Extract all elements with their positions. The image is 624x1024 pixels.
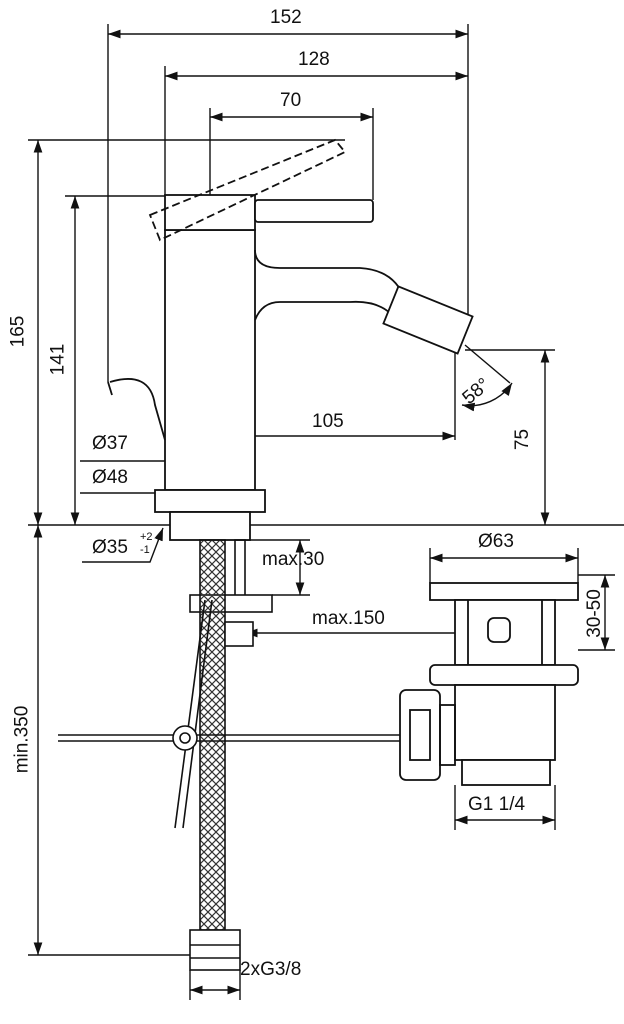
- dim-drain-diameter: Ø63: [478, 531, 514, 552]
- dimension-lines: [33, 29, 610, 995]
- dim-total-height: 165: [7, 315, 29, 348]
- dim-overall-width: 152: [270, 7, 302, 28]
- installation-parts: [58, 539, 410, 971]
- dim-drain-adjust: 30-50: [583, 589, 605, 638]
- faucet-body: [107, 138, 474, 541]
- dim-base-diameter: Ø48: [92, 467, 128, 488]
- drain-waste: [399, 582, 579, 786]
- dim-hose-thread: 2xG3/8: [240, 959, 302, 980]
- dim-min-hose-length: min.350: [11, 705, 33, 774]
- dim-outlet-height: 75: [512, 428, 534, 451]
- dim-lever-length: 70: [280, 90, 302, 111]
- dim-max-deck-thickness: max.30: [262, 549, 325, 570]
- dim-drain-thread: G1 1/4: [468, 794, 526, 815]
- dim-hole-diameter: Ø35: [92, 537, 128, 558]
- dim-body-height: 141: [47, 343, 69, 376]
- extension-lines: [28, 24, 624, 1000]
- dim-outlet-distance: 105: [312, 411, 344, 432]
- dim-max-rod-length: max.150: [312, 608, 385, 629]
- dim-spout-reach: 128: [298, 49, 330, 70]
- dim-hole-tolerance-plus: +2: [140, 531, 153, 543]
- dim-hole-tolerance-minus: -1: [140, 544, 150, 556]
- dim-body-diameter: Ø37: [92, 433, 128, 454]
